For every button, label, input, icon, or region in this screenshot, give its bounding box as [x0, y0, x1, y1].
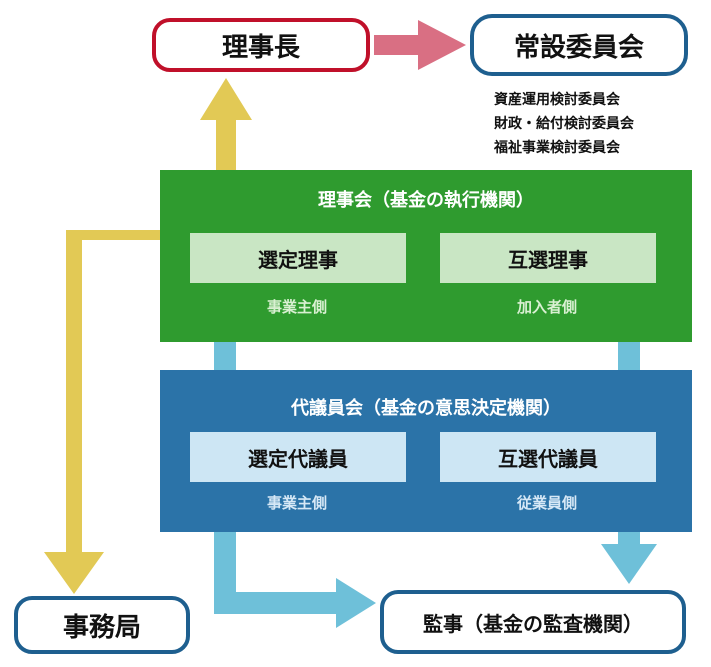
- director-to-chair-arrow: [200, 78, 252, 236]
- secretariat-arrowhead: [44, 552, 104, 594]
- chair-box: 理事長: [152, 18, 370, 72]
- mutual-director-label: 互選理事: [508, 247, 588, 272]
- secretariat-box: 事務局: [14, 596, 190, 654]
- standing-committee-box: 常設委員会: [470, 14, 688, 76]
- committee-item: 福祉事業検討委員会: [494, 140, 620, 156]
- standing-committee-label: 常設委員会: [513, 32, 644, 63]
- selected-delegate-label: 選定代議員: [248, 446, 348, 471]
- mutual-delegate-side: 従業員側: [516, 494, 577, 512]
- board-title: 理事会（基金の執行機関）: [318, 190, 534, 211]
- chair-label: 理事長: [221, 32, 300, 63]
- mutual-director-box: 互選理事: [440, 233, 656, 283]
- to-auditor-shaft: [214, 592, 338, 614]
- mutual-delegate-label: 互選代議員: [498, 446, 598, 471]
- assembly-title: 代議員会（基金の意思決定機関）: [291, 398, 561, 419]
- to-auditor-arrowhead: [336, 578, 376, 628]
- board-to-secretariat-arrow: [66, 230, 162, 554]
- auditor-label: 監事（基金の監査機関）: [423, 611, 643, 636]
- chair-to-committee-arrow: [374, 20, 466, 70]
- committee-item: 財政・給付検討委員会: [494, 116, 634, 132]
- mutual-delegate-box: 互選代議員: [440, 432, 656, 482]
- mutual-director-side: 加入者側: [516, 298, 577, 316]
- selected-director-box: 選定理事: [190, 233, 406, 283]
- auditor-box: 監事（基金の監査機関）: [380, 590, 686, 654]
- selected-director-label: 選定理事: [258, 247, 338, 272]
- committee-item: 資産運用検討委員会: [494, 92, 620, 108]
- committee-list: 資産運用検討委員会 財政・給付検討委員会 福祉事業検討委員会: [494, 88, 704, 160]
- selected-delegate-box: 選定代議員: [190, 432, 406, 482]
- selected-director-side: 事業主側: [266, 298, 327, 316]
- to-auditor-right-arrowhead: [601, 544, 657, 584]
- secretariat-label: 事務局: [62, 612, 141, 643]
- selected-delegate-side: 事業主側: [266, 494, 327, 512]
